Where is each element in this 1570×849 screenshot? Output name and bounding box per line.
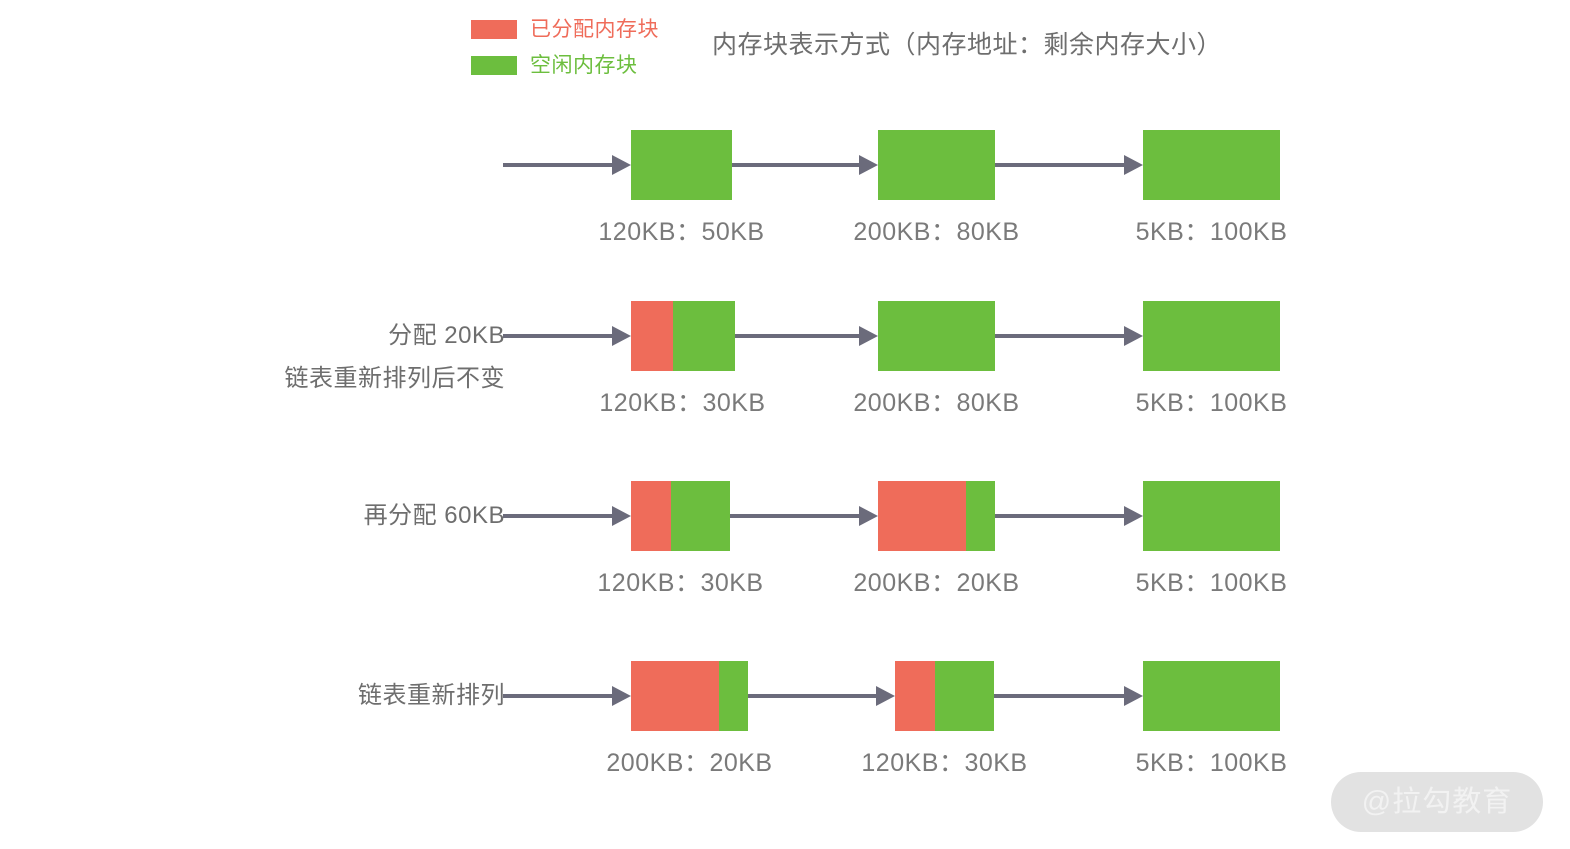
free-segment xyxy=(1143,301,1280,371)
diagram-title: 内存块表示方式（内存地址：剩余内存大小） xyxy=(712,31,1223,59)
free-segment xyxy=(1143,661,1280,731)
legend-label-free: 空闲内存块 xyxy=(530,53,638,77)
legend-item-free: 空闲内存块 xyxy=(471,50,701,80)
memory-block xyxy=(1143,481,1280,551)
block-caption: 120KB：50KB xyxy=(598,218,765,246)
memory-block xyxy=(1143,130,1280,200)
connector-arrow xyxy=(995,506,1143,526)
memory-block xyxy=(878,481,995,551)
legend: 已分配内存块 空闲内存块 xyxy=(471,14,701,86)
memory-block xyxy=(631,130,732,200)
legend-label-allocated: 已分配内存块 xyxy=(530,17,659,41)
row-label-line-1: 再分配 60KB xyxy=(363,502,505,529)
lead-arrow xyxy=(503,326,631,346)
memory-block xyxy=(878,301,995,371)
block-caption: 200KB：80KB xyxy=(853,389,1020,417)
block-caption: 200KB：20KB xyxy=(853,569,1020,597)
lead-arrow xyxy=(503,506,631,526)
free-swatch-icon xyxy=(471,55,517,75)
row-label-line-1: 链表重新排列 xyxy=(358,682,505,709)
block-caption: 5KB：100KB xyxy=(1135,569,1288,597)
legend-item-allocated: 已分配内存块 xyxy=(471,14,701,44)
allocated-segment xyxy=(631,661,719,731)
connector-arrow xyxy=(748,686,895,706)
block-caption: 200KB：80KB xyxy=(853,218,1020,246)
free-segment xyxy=(670,481,730,551)
memory-block xyxy=(1143,661,1280,731)
allocated-swatch-icon xyxy=(471,19,517,39)
block-caption: 120KB：30KB xyxy=(861,749,1028,777)
memory-block xyxy=(878,130,995,200)
memory-block xyxy=(631,481,730,551)
block-caption: 5KB：100KB xyxy=(1135,749,1288,777)
watermark-text: @拉勾教育 xyxy=(1361,785,1513,818)
free-segment xyxy=(1143,481,1280,551)
connector-arrow xyxy=(732,155,878,175)
free-segment xyxy=(672,301,735,371)
block-caption: 5KB：100KB xyxy=(1135,389,1288,417)
allocated-segment xyxy=(631,481,671,551)
memory-block xyxy=(631,661,748,731)
free-segment xyxy=(878,130,995,200)
allocated-segment xyxy=(878,481,966,551)
block-caption: 200KB：20KB xyxy=(606,749,773,777)
allocated-segment xyxy=(895,661,935,731)
free-segment xyxy=(718,661,748,731)
free-segment xyxy=(878,301,995,371)
row-label-line-2: 链表重新排列后不变 xyxy=(284,365,505,392)
block-caption: 120KB：30KB xyxy=(599,389,766,417)
free-segment xyxy=(631,130,732,200)
connector-arrow xyxy=(995,155,1143,175)
free-segment xyxy=(965,481,995,551)
connector-arrow xyxy=(995,326,1143,346)
memory-block xyxy=(895,661,994,731)
connector-arrow xyxy=(994,686,1143,706)
connector-arrow xyxy=(735,326,878,346)
free-segment xyxy=(1143,130,1280,200)
memory-block xyxy=(1143,301,1280,371)
watermark-badge: @拉勾教育 xyxy=(1331,772,1543,832)
lead-arrow xyxy=(503,155,631,175)
connector-arrow xyxy=(730,506,878,526)
block-caption: 120KB：30KB xyxy=(597,569,764,597)
memory-block xyxy=(631,301,735,371)
lead-arrow xyxy=(503,686,631,706)
row-label-line-1: 分配 20KB xyxy=(388,322,505,349)
allocated-segment xyxy=(631,301,673,371)
free-segment xyxy=(934,661,994,731)
block-caption: 5KB：100KB xyxy=(1135,218,1288,246)
